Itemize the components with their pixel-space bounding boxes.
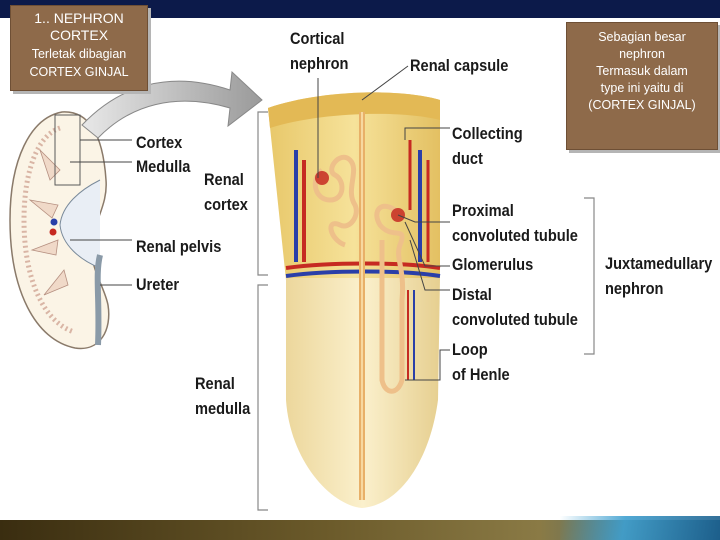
label-cortical-nephron-2: nephron	[290, 51, 348, 76]
label-juxtamedullary-2: nephron	[605, 276, 663, 301]
note-left-line2: CORTEX	[15, 27, 143, 44]
label-ureter: Ureter	[136, 272, 179, 297]
note-right-line2: nephron	[571, 46, 713, 63]
label-juxtamedullary-1: Juxtamedullary	[605, 251, 712, 276]
note-right-line4: type ini yaitu di	[571, 80, 713, 97]
label-renal-pelvis: Renal pelvis	[136, 234, 221, 259]
note-right-line3: Termasuk dalam	[571, 63, 713, 80]
note-right-line1: Sebagian besar	[571, 29, 713, 46]
label-medulla: Medulla	[136, 154, 190, 179]
label-renal-cortex-2: cortex	[204, 192, 248, 217]
label-loop-1: Loop	[452, 337, 488, 362]
label-loop-2: of Henle	[452, 362, 510, 387]
label-renal-medulla-1: Renal	[195, 371, 235, 396]
label-renal-capsule: Renal capsule	[410, 53, 508, 78]
note-left-line1: 1.. NEPHRON	[15, 10, 143, 27]
label-cortical-nephron-1: Cortical	[290, 26, 344, 51]
kidney-section	[10, 112, 109, 349]
note-left-line4: CORTEX GINJAL	[15, 65, 143, 80]
label-collecting-duct-2: duct	[452, 146, 483, 171]
label-proximal-1: Proximal	[452, 198, 514, 223]
label-distal-1: Distal	[452, 282, 492, 307]
label-glomerulus: Glomerulus	[452, 252, 533, 277]
note-nephron-cortex: 1.. NEPHRON CORTEX Terletak dibagian COR…	[10, 5, 148, 91]
tissue-block	[268, 92, 440, 508]
label-proximal-2: convoluted tubule	[452, 223, 578, 248]
label-renal-medulla-2: medulla	[195, 396, 250, 421]
label-renal-cortex-1: Renal	[204, 167, 244, 192]
bottom-accent-decoration	[560, 516, 720, 540]
note-majority-nephron: Sebagian besar nephron Termasuk dalam ty…	[566, 22, 718, 150]
note-left-line3: Terletak dibagian	[15, 47, 143, 62]
label-collecting-duct-1: Collecting	[452, 121, 523, 146]
label-distal-2: convoluted tubule	[452, 307, 578, 332]
label-cortex: Cortex	[136, 130, 182, 155]
note-right-line5: (CORTEX GINJAL)	[571, 97, 713, 114]
